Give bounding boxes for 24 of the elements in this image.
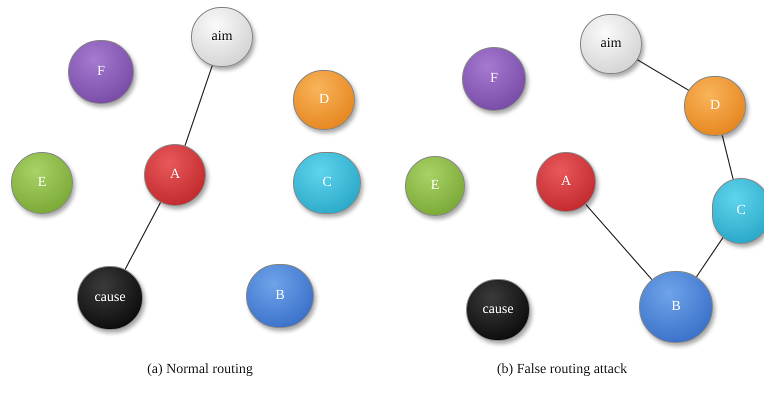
node-label: C [736, 204, 746, 218]
node-label: C [322, 176, 332, 190]
node-label: D [318, 93, 330, 107]
node-label: E [430, 179, 440, 193]
caption: (a) Normal routing [147, 361, 253, 379]
node-label: cause [94, 291, 126, 305]
node-label: E [38, 176, 46, 190]
node-label: F [490, 72, 498, 86]
node-label: A [170, 168, 180, 182]
node-label: aim [600, 37, 622, 51]
node-label: cause [482, 303, 514, 317]
connector-line [722, 135, 734, 180]
node-label: D [710, 99, 720, 113]
connector-line [637, 59, 689, 91]
connector-line [124, 202, 162, 270]
node-label: aim [212, 30, 232, 44]
connector-line [585, 204, 652, 280]
connector-line [696, 236, 724, 278]
node-label: F [97, 65, 105, 79]
node-label: A [560, 175, 572, 189]
connector-line [184, 65, 213, 146]
node-label: B [275, 289, 285, 303]
caption: (b) False routing attack [496, 361, 628, 379]
node-label: B [671, 300, 681, 314]
